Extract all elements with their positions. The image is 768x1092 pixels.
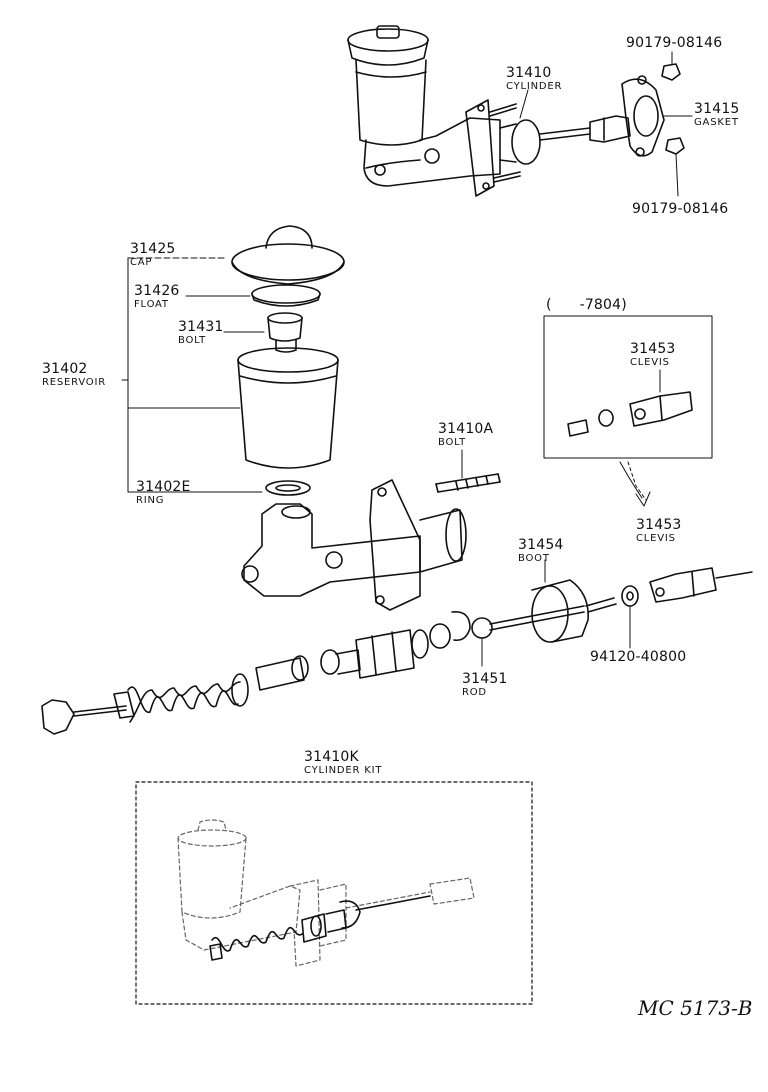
part-name: BOOT [518, 553, 550, 564]
part-label-90179-bottom: 90179-08146 [632, 200, 728, 216]
part-name: RESERVOIR [42, 377, 106, 388]
part-number: 31415 [694, 101, 740, 117]
part-label-31451: 31451 ROD [462, 670, 508, 698]
part-number: 31402 [42, 361, 88, 377]
part-number: 90179-08146 [626, 35, 723, 51]
part-number: 31410A [438, 421, 494, 437]
part-label-31425: 31425 CAP [130, 240, 176, 268]
cylinder-kit-box [135, 781, 533, 1005]
assembled-cylinder-drawing [347, 25, 693, 197]
part-name: RING [136, 495, 165, 506]
internal-parts-row [41, 559, 753, 735]
part-name: CLEVIS [630, 357, 670, 368]
part-number: 31410 [506, 65, 552, 81]
part-number: 31453 [630, 341, 676, 357]
part-number: 31451 [462, 671, 508, 687]
part-name: CAP [130, 257, 153, 268]
part-label-31453-inset: 31453 CLEVIS [630, 340, 676, 368]
part-name: CLEVIS [636, 533, 676, 544]
part-number: 31426 [134, 283, 180, 299]
inset-date-range: ( -7804) [546, 296, 627, 312]
part-number: 94120-40800 [590, 649, 687, 665]
date-range: ( -7804) [546, 297, 627, 313]
part-label-31426: 31426 FLOAT [134, 282, 180, 310]
part-label-31402E: 31402E RING [136, 478, 191, 506]
part-label-31431: 31431 BOLT [178, 318, 224, 346]
part-number: 31410K [304, 749, 359, 765]
part-number: 90179-08146 [632, 201, 729, 217]
part-label-31415: 31415 GASKET [694, 100, 740, 128]
part-label-31402: 31402 RESERVOIR [42, 360, 106, 388]
part-number: 31431 [178, 319, 224, 335]
part-name: GASKET [694, 117, 739, 128]
part-name: FLOAT [134, 299, 169, 310]
part-label-94120: 94120-40800 [590, 648, 686, 664]
part-label-31453: 31453 CLEVIS [636, 516, 682, 544]
part-number: 31453 [636, 517, 682, 533]
part-name: ROD [462, 687, 487, 698]
part-number: 31402E [136, 479, 191, 495]
part-label-31410K: 31410K CYLINDER KIT [304, 748, 382, 776]
part-label-31410: 31410 CYLINDER [506, 64, 562, 92]
part-name: BOLT [178, 335, 207, 346]
part-label-31454: 31454 BOOT [518, 536, 564, 564]
part-name: CYLINDER KIT [304, 765, 383, 776]
inset-early-clevis [543, 315, 713, 507]
part-label-31410A: 31410A BOLT [438, 420, 493, 448]
master-cylinder-body [241, 449, 501, 611]
reservoir-exploded-drawing [121, 225, 345, 496]
part-name: CYLINDER [506, 81, 563, 92]
part-number: 31425 [130, 241, 176, 257]
part-label-90179-top: 90179-08146 [626, 34, 722, 50]
part-name: BOLT [438, 437, 467, 448]
figure-code: MC 5173-B [638, 996, 753, 1020]
part-number: 31454 [518, 537, 564, 553]
